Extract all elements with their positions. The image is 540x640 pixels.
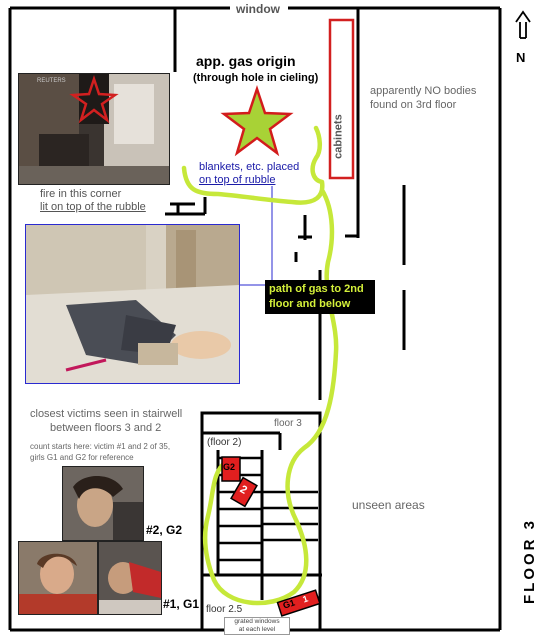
cabinets-label: cabinets [332,114,345,159]
fire-rubble-label: lit on top of the rubble [40,201,146,213]
closest-victims-line2: between floors 3 and 2 [50,422,162,434]
victim-1-photo [98,541,162,615]
rubble-blankets-photo [25,224,240,384]
floor-title: FLOOR 3 [521,517,538,604]
count-note-line1: count starts here: victim #1 and 2 of 35… [30,442,171,451]
cabinets-outline [328,18,355,180]
fire-corner-label: fire in this corner [40,188,122,200]
origin-subtitle: (through hole in cieling) [193,72,319,84]
grated-windows-note: grated windows at each level [224,617,290,635]
gas-path-label: path of gas to 2nd floor and below [265,280,375,314]
blankets-label-line2: on top of rubble [199,174,276,186]
floor2-stair-label: (floor 2) [207,437,242,448]
window-label: window [236,2,280,16]
no-bodies-line1: apparently NO bodies [370,85,477,97]
floor3-stair-label: floor 3 [274,418,302,429]
count-note-line2: girls G1 and G2 for reference [30,453,134,462]
victim-2-label: #2, G2 [146,523,183,537]
gas-path-label-line2: floor and below [269,298,351,310]
grated-windows-line2: at each level [238,625,276,633]
gas-path-label-line1: path of gas to 2nd [269,283,364,295]
tag-g1-icon [276,589,321,617]
tag-g2-icon [221,456,241,482]
north-arrow-icon [515,10,531,39]
blankets-label-line1: blankets, etc. placed [199,161,300,173]
unseen-areas-label: unseen areas [352,498,425,512]
tag-g2-text: G2 [223,462,236,472]
fire-corner-photo: REUTERS [18,73,170,185]
victim-g2-photo [62,466,144,541]
tag-2-icon [230,476,258,508]
floor25-stair-label: floor 2.5 [206,604,243,615]
origin-star-icon [220,85,294,157]
victim-1-label: #1, G1 [163,597,200,611]
compass-north-label: N [516,50,526,65]
victim-g1-photo [18,541,98,615]
origin-title: app. gas origin [196,53,296,69]
no-bodies-line2: found on 3rd floor [370,99,457,111]
grated-windows-line1: grated windows [234,618,280,625]
closest-victims-line1: closest victims seen in stairwell [30,408,183,420]
outer-walls [8,6,502,632]
photo-watermark: REUTERS [37,78,66,84]
